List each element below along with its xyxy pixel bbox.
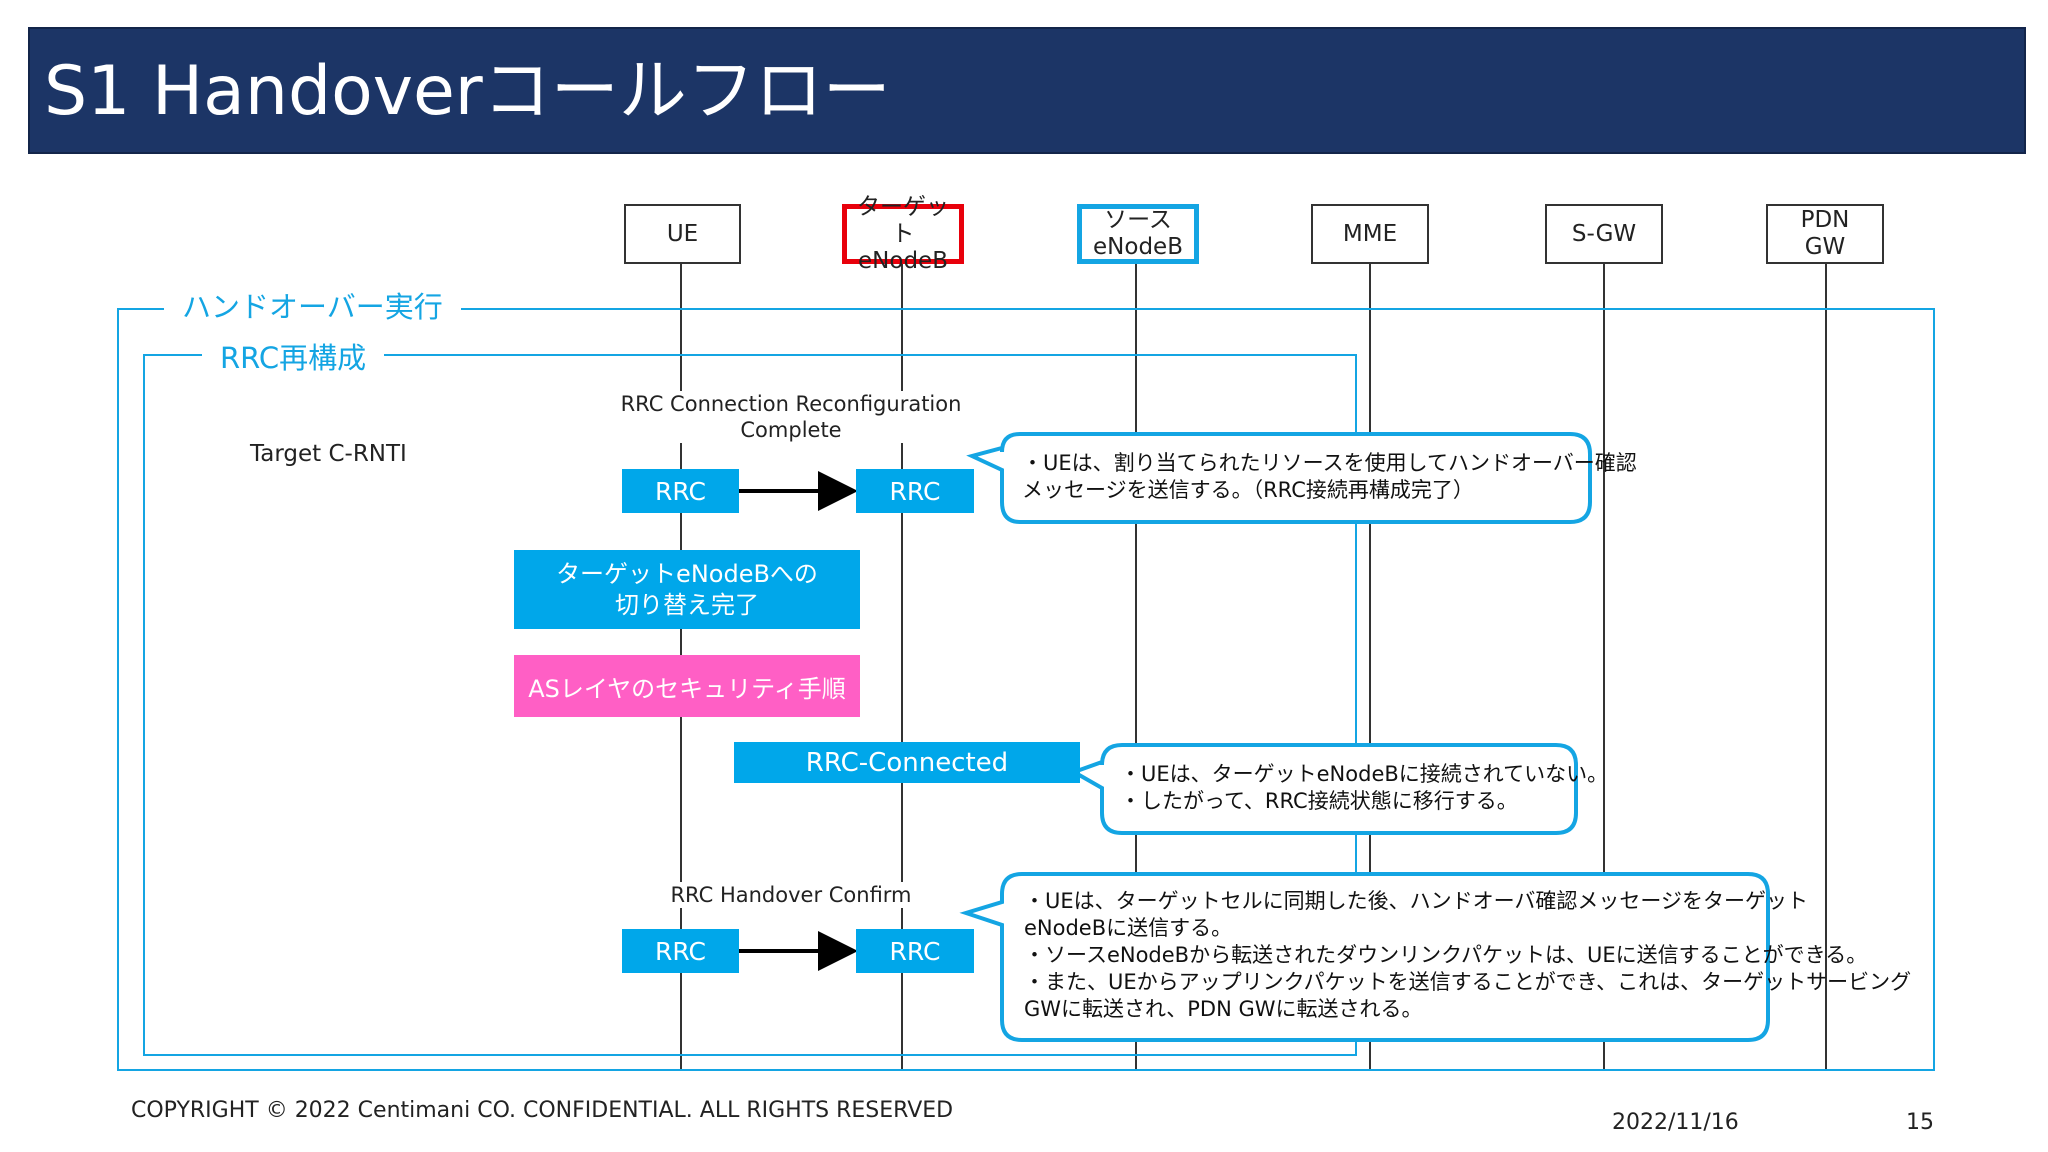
footer-date: 2022/11/16 <box>1612 1110 1739 1135</box>
lifeline-box-sgw: S-GW <box>1545 204 1663 264</box>
target-c-rnti-label: Target C-RNTI <box>250 441 407 467</box>
callout-1-shape <box>966 432 1592 524</box>
rrc-block-target-enodeb-2: RRC <box>856 929 974 973</box>
frame-rrc-reconfiguration <box>143 354 1357 1056</box>
callout-2-shape <box>1069 743 1578 835</box>
lifeline-box-source-enodeb: ソース eNodeB <box>1077 204 1199 264</box>
message-label-rrc-reconfig-complete: RRC Connection Reconfiguration Complete <box>612 391 970 443</box>
as-security-block: ASレイヤのセキュリティ手順 <box>514 655 860 717</box>
callout-3-shape <box>959 872 1770 1042</box>
frame-handover-execution <box>117 308 1935 1071</box>
footer-copyright: COPYRIGHT © 2022 Centimani CO. CONFIDENT… <box>131 1098 954 1123</box>
rrc-connected-block: RRC-Connected <box>734 742 1080 783</box>
footer-page-number: 15 <box>1906 1110 1934 1135</box>
switch-complete-block: ターゲットeNodeBへの 切り替え完了 <box>514 550 860 629</box>
callout-3-text: ・UEは、ターゲットセルに同期した後、ハンドオーバ確認メッセージをターゲット e… <box>1024 889 1912 1021</box>
lifeline-box-target-enodeb: ターゲット eNodeB <box>842 194 964 274</box>
frame-label-rrc-reconfiguration: RRC再構成 <box>202 340 385 376</box>
callout-2-text: ・UEは、ターゲットeNodeBに接続されていない。 ・したがって、RRC接続状… <box>1120 762 1609 813</box>
callout-1-text: ・UEは、割り当てられたリソースを使用してハンドオーバー確認 メッセージを送信す… <box>1022 451 1637 502</box>
rrc-block-target-enodeb-1: RRC <box>856 469 974 513</box>
rrc-block-ue-1: RRC <box>622 469 739 513</box>
lifeline-box-mme: MME <box>1311 204 1429 264</box>
rrc-block-ue-2: RRC <box>622 929 739 973</box>
lifeline-box-ue: UE <box>624 204 741 264</box>
lifeline-box-pdngw: PDN GW <box>1766 204 1884 264</box>
frame-label-handover-execution: ハンドオーバー実行 <box>164 289 461 325</box>
message-label-rrc-handover-confirm: RRC Handover Confirm <box>648 882 934 908</box>
page-title: S1 Handoverコールフロー <box>44 52 891 131</box>
title-bar <box>28 27 2026 154</box>
